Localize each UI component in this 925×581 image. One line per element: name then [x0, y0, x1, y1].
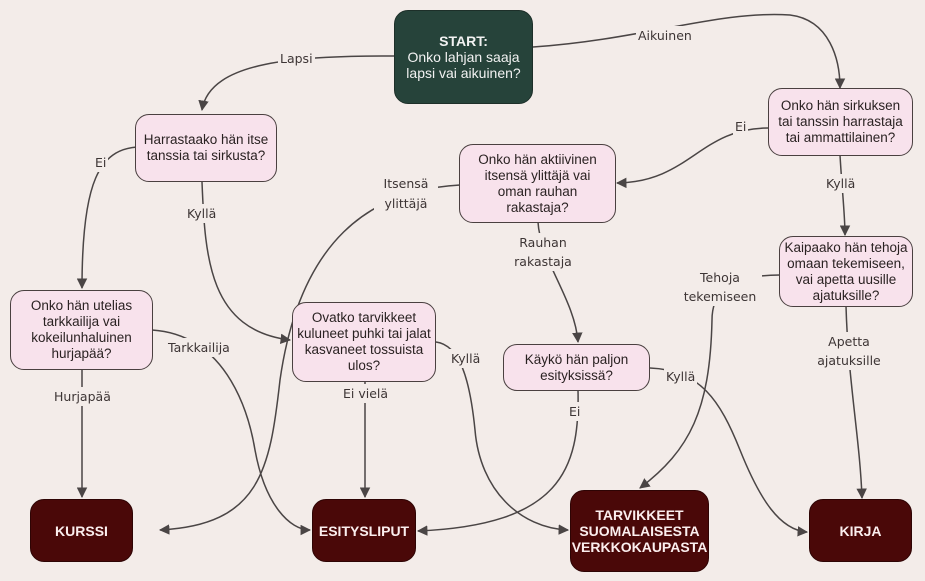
edge-esitykset-ei — [416, 389, 579, 536]
edge-tehoja-apetta — [845, 305, 867, 500]
edge-label-rauhan-rakastaja: Rauhan rakastaja — [511, 233, 575, 271]
question-sirkus-tanssi[interactable]: Onko hän sirkuksen tai tanssin harrastaj… — [768, 88, 913, 156]
edge-harrastaako-ei — [76, 146, 138, 290]
edge-label-ei-sirkus: Ei — [733, 117, 749, 136]
start-node[interactable]: START:Onko lahjan saaja lapsi vai aikuin… — [394, 10, 533, 104]
edge-label-tarkkailija: Tarkkailija — [166, 338, 232, 357]
edge-sirkus-ei — [615, 127, 769, 189]
edge-label-aikuinen: Aikuinen — [636, 26, 694, 45]
edge-label-hurjapaa: Hurjapää — [52, 387, 113, 406]
question-tarvikkeet[interactable]: Ovatko tarvikkeet kuluneet puhki tai jal… — [292, 302, 436, 382]
edge-label-ei-harrasta: Ei — [93, 153, 109, 172]
result-text: ESITYSLIPUT — [318, 522, 410, 539]
edge-label-kylla-esitykset: Kyllä — [664, 367, 698, 386]
start-title: START: — [439, 33, 488, 49]
edge-label-kylla-tarvikkeet: Kyllä — [449, 349, 483, 368]
question-harrastaako[interactable]: Harrastaako hän itse tanssia tai sirkust… — [135, 114, 277, 182]
edge-label-ei-esitykset: Ei — [567, 402, 583, 421]
question-aktiivinen[interactable]: Onko hän aktiivinen itsensä ylittäjä vai… — [459, 144, 616, 223]
result-kirja[interactable]: KIRJA — [809, 499, 912, 562]
question-esitykset[interactable]: Käykö hän paljon esityksissä? — [503, 344, 650, 391]
question-text: Onko hän utelias tarkkailija vai kokeilu… — [30, 298, 133, 361]
edge-tehoja-tehoja — [639, 274, 781, 489]
question-text: Käykö hän paljon esityksissä? — [524, 351, 629, 383]
question-text: Kaipaako hän tehoja omaan tekemiseen, va… — [784, 239, 908, 303]
edge-label-lapsi: Lapsi — [278, 49, 315, 68]
edge-label-kylla-harrastaa: Kyllä — [185, 204, 219, 223]
result-text: KIRJA — [839, 522, 882, 539]
edge-label-itsensa-ylittaja: Itsensä ylittäjä — [374, 174, 438, 214]
edge-label-ei-viela: Ei vielä — [341, 384, 391, 403]
edge-start-lapsi — [198, 55, 396, 112]
edge-label-apetta: Apetta ajatuksille — [810, 332, 888, 370]
result-kurssi[interactable]: KURSSI — [30, 499, 133, 562]
question-text: Onko hän aktiivinen itsensä ylittäjä vai… — [478, 151, 597, 215]
edge-sirkus-kylla — [839, 154, 851, 237]
question-text: Ovatko tarvikkeet kuluneet puhki tai jal… — [297, 310, 431, 373]
question-tehoja[interactable]: Kaipaako hän tehoja omaan tekemiseen, va… — [779, 236, 913, 307]
question-utelias[interactable]: Onko hän utelias tarkkailija vai kokeilu… — [10, 290, 153, 370]
result-tarvikkeet[interactable]: TARVIKKEET SUOMALAISESTA VERKKOKAUPASTA — [570, 490, 709, 572]
edge-label-kylla-sirkus: Kyllä — [824, 174, 858, 193]
edge-utelias-tarkkailija — [151, 329, 312, 536]
result-text: KURSSI — [55, 522, 108, 539]
question-text: Onko hän sirkuksen tai tanssin harrastaj… — [778, 98, 903, 145]
edge-start-aikuinen — [532, 13, 846, 90]
question-text: Harrastaako hän itse tanssia tai sirkust… — [143, 132, 269, 163]
result-text: TARVIKKEET SUOMALAISESTA VERKKOKAUPASTA — [571, 507, 708, 555]
edge-label-tehoja: Tehoja tekemiseen — [678, 268, 762, 306]
start-question: Onko lahjan saaja lapsi vai aikuinen? — [406, 49, 521, 81]
result-esitysliput[interactable]: ESITYSLIPUT — [312, 499, 416, 562]
